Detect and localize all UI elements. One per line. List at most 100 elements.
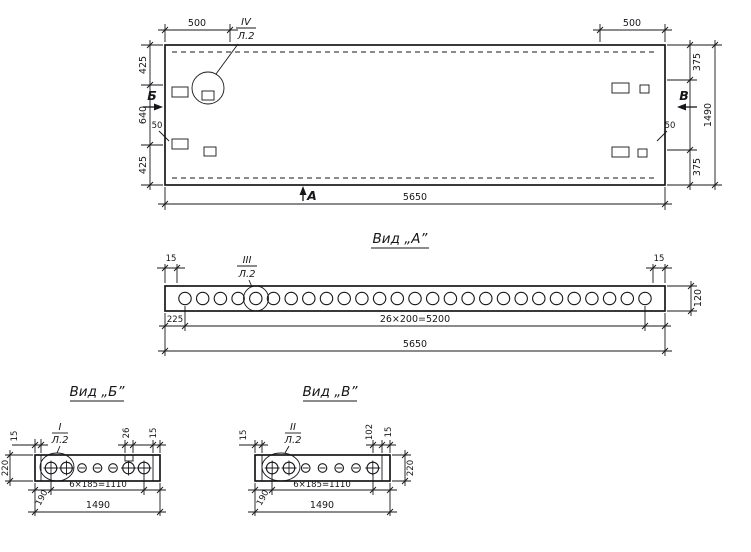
dim-ticks bbox=[251, 486, 394, 494]
dim-ticks bbox=[161, 200, 669, 208]
section-marker-v: В 50 bbox=[656, 88, 697, 142]
dim-ticks bbox=[6, 451, 14, 485]
slab-hole bbox=[390, 291, 405, 306]
view-a-dims-bottom: 225 26×200=5200 5650 bbox=[158, 306, 672, 356]
dim-text: 120 bbox=[693, 289, 704, 307]
dim-ticks bbox=[161, 322, 669, 330]
view-b-dim-220: 220 bbox=[1, 450, 33, 486]
plan-dim-500-right: 500 bbox=[593, 18, 672, 42]
slab-hole bbox=[355, 291, 369, 306]
dim-text: 425 bbox=[138, 56, 149, 74]
slab-hole bbox=[266, 291, 281, 306]
detail-number: I bbox=[59, 422, 62, 433]
slab-hole bbox=[334, 463, 345, 473]
dim-text: 220 bbox=[1, 460, 11, 476]
leader-line bbox=[284, 445, 290, 454]
dim-ticks bbox=[31, 486, 164, 494]
view-letter-a: А bbox=[306, 188, 317, 203]
plan-view: IV Л.2 500 500 425 640 425 Б bbox=[138, 17, 722, 210]
anchor-cross bbox=[264, 460, 280, 476]
section-arrow-head bbox=[677, 103, 686, 111]
section-marker-b: Б 50 bbox=[143, 88, 170, 142]
embedded-plate bbox=[203, 146, 217, 157]
view-v-dim-15-left: 15 bbox=[239, 430, 268, 453]
plan-dim-500-left: 500 bbox=[158, 18, 238, 42]
dim-text: 15 bbox=[654, 254, 665, 264]
view-v-title: Вид „В” bbox=[303, 384, 359, 400]
slab-hole bbox=[249, 291, 263, 306]
slab-hole bbox=[638, 291, 652, 306]
panel-outline bbox=[164, 44, 666, 186]
section-arrow-head bbox=[154, 103, 163, 111]
dim-ticks bbox=[649, 264, 669, 272]
anchor-cross bbox=[365, 460, 381, 476]
dim-text: 640 bbox=[138, 106, 149, 124]
extension-lines bbox=[164, 24, 231, 42]
view-v-dims-top-right: 102 15 bbox=[365, 424, 396, 453]
extension-lines bbox=[392, 454, 411, 482]
slab-hole bbox=[108, 463, 118, 473]
dim-text: 15 bbox=[166, 254, 177, 264]
dim-text: 15 bbox=[384, 427, 394, 438]
dim-text: 26×200=5200 bbox=[380, 314, 450, 325]
view-b-title: Вид „Б” bbox=[70, 384, 126, 400]
detail-marker-iv: IV Л.2 bbox=[191, 17, 256, 105]
view-v-section-outline bbox=[254, 454, 391, 482]
dim-text: 5650 bbox=[403, 192, 427, 203]
dim-text: 15 bbox=[10, 431, 20, 442]
leader-line bbox=[248, 279, 253, 288]
dim-ticks bbox=[686, 41, 694, 189]
extension-lines bbox=[372, 440, 391, 453]
embedded-plate bbox=[637, 148, 648, 158]
dim-text: 50 bbox=[665, 121, 676, 131]
dim-ticks bbox=[251, 441, 266, 449]
slab-hole bbox=[284, 291, 298, 306]
detail-number: II bbox=[290, 422, 296, 433]
view-b: Вид „Б” I Л.2 15 26 15 bbox=[1, 384, 166, 516]
leader-line bbox=[158, 130, 170, 142]
slab-hole bbox=[178, 291, 192, 306]
embedded-plate bbox=[171, 138, 189, 150]
dim-text: 375 bbox=[692, 158, 703, 176]
extension-lines bbox=[164, 306, 666, 356]
detail-sheet: Л.2 bbox=[236, 31, 254, 42]
extension-lines bbox=[124, 440, 161, 453]
extension-lines bbox=[34, 475, 161, 516]
detail-marker-ii: II Л.2 bbox=[261, 422, 302, 482]
dim-ticks bbox=[161, 347, 669, 355]
slab-hole bbox=[408, 291, 422, 306]
dim-text: 225 bbox=[167, 315, 183, 325]
view-a-holes bbox=[178, 291, 652, 306]
extension-lines bbox=[141, 44, 163, 186]
dim-text: 500 bbox=[623, 18, 641, 29]
dim-ticks bbox=[161, 264, 181, 272]
dim-ticks bbox=[711, 41, 719, 189]
embedded-plate bbox=[171, 86, 189, 98]
anchor-cross bbox=[281, 460, 297, 476]
dim-text: 6×185=1110 bbox=[69, 480, 127, 490]
dim-text: 50 bbox=[152, 121, 163, 131]
dim-text: 26 bbox=[122, 428, 132, 439]
view-marker-a: А bbox=[299, 186, 317, 203]
dim-text: 15 bbox=[149, 428, 159, 439]
slab-hole bbox=[195, 291, 210, 306]
detail-sheet: Л.2 bbox=[50, 435, 68, 446]
slab-hole bbox=[351, 463, 361, 473]
view-arrow-head bbox=[299, 186, 307, 195]
dim-text: 1490 bbox=[703, 103, 714, 127]
dim-text: 5650 bbox=[403, 339, 427, 350]
dim-text: 190 bbox=[34, 489, 50, 508]
anchor-cross bbox=[136, 460, 152, 476]
embedded-plate bbox=[611, 82, 630, 94]
slab-hole bbox=[443, 291, 458, 306]
view-a-title: Вид „А” bbox=[373, 231, 429, 247]
embedded-plate bbox=[639, 84, 650, 94]
view-b-section-outline bbox=[34, 454, 161, 482]
slab-hole bbox=[302, 291, 316, 306]
inner-walls bbox=[40, 455, 154, 481]
slab-hole bbox=[585, 291, 599, 306]
extension-lines bbox=[667, 44, 722, 186]
view-b-dim-15-left: 15 bbox=[10, 431, 48, 453]
